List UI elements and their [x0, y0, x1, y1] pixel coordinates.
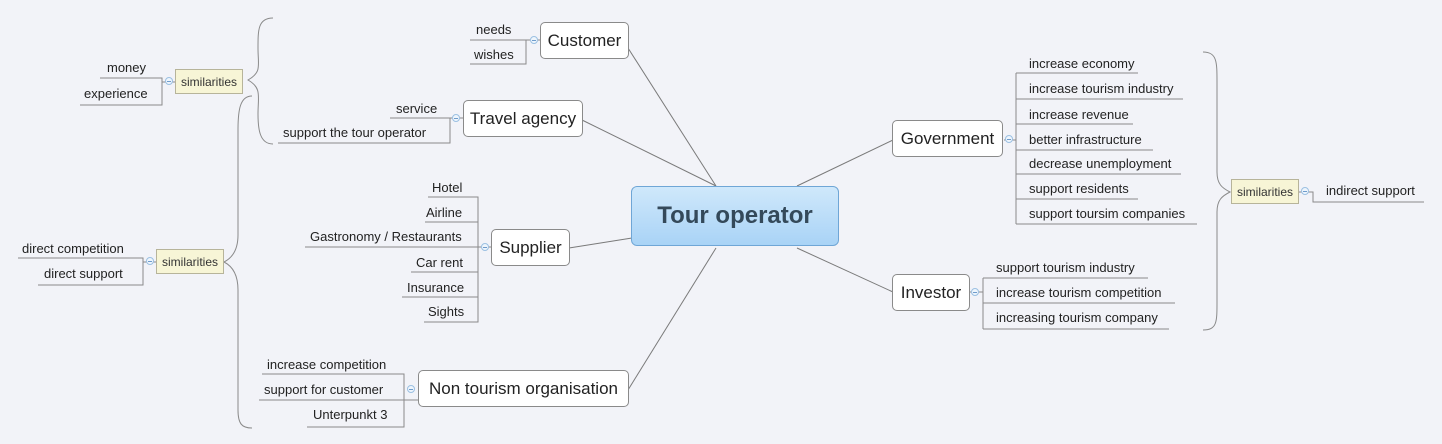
subtopic-service[interactable]: service [396, 101, 438, 116]
summary-item-indirect-support[interactable]: indirect support [1326, 183, 1415, 198]
subtopic-insurance[interactable]: Insurance [407, 280, 465, 295]
subtopic-unterpunkt-3[interactable]: Unterpunkt 3 [313, 407, 388, 422]
topic-government[interactable]: Government [892, 120, 1003, 157]
subtopic-wishes[interactable]: wishes [474, 47, 514, 62]
topic-supplier-label: Supplier [499, 237, 562, 257]
subtopic-support-tourism-industry[interactable]: support tourism industry [996, 260, 1135, 275]
subtopic-increase-economy[interactable]: increase economy [1029, 56, 1135, 71]
summary-similarities-right[interactable]: similarities [1231, 179, 1299, 204]
summary-similarities-mid-label: similarities [161, 254, 218, 269]
collapse-knob-similarities-mid[interactable] [146, 257, 154, 265]
topic-non-tourism-label: Non tourism organisation [429, 378, 618, 398]
subtopic-increase-competition[interactable]: increase competition [267, 357, 387, 372]
subtopic-support-residents[interactable]: support residents [1029, 181, 1129, 196]
collapse-knob-travel-agency[interactable] [452, 114, 460, 122]
summary-item-experience[interactable]: experience [84, 86, 148, 101]
topic-investor-label: Investor [900, 282, 962, 302]
subtopic-support-for-customer[interactable]: support for customer [264, 382, 384, 397]
collapse-knob-non-tourism[interactable] [407, 385, 415, 393]
collapse-knob-similarities-top[interactable] [165, 77, 173, 85]
collapse-knob-customer[interactable] [530, 36, 538, 44]
subtopic-airline[interactable]: Airline [426, 205, 463, 220]
summary-similarities-right-label: similarities [1236, 184, 1293, 199]
subtopic-increasing-tourism-company[interactable]: increasing tourism company [996, 310, 1158, 325]
subtopic-increase-tourism-industry[interactable]: increase tourism industry [1029, 81, 1174, 96]
subtopic-support-the-tour-operator[interactable]: support the tour operator [283, 125, 427, 140]
summary-similarities-top[interactable]: similarities [175, 69, 243, 94]
topic-non-tourism-organisation[interactable]: Non tourism organisation [418, 370, 629, 407]
summary-item-direct-competition[interactable]: direct competition [22, 241, 124, 256]
subtopic-support-toursim-companies[interactable]: support toursim companies [1029, 206, 1186, 221]
collapse-knob-investor[interactable] [971, 288, 979, 296]
topic-government-label: Government [900, 128, 995, 148]
summary-similarities-top-label: similarities [180, 74, 237, 89]
subtopic-gastronomy-restaurants[interactable]: Gastronomy / Restaurants [310, 229, 462, 244]
collapse-knob-similarities-right[interactable] [1301, 187, 1309, 195]
subtopic-hotel[interactable]: Hotel [432, 180, 463, 195]
topic-supplier[interactable]: Supplier [491, 229, 570, 266]
subtopic-needs[interactable]: needs [476, 22, 512, 37]
subtopic-increase-revenue[interactable]: increase revenue [1029, 107, 1129, 122]
subtopic-better-infrastructure[interactable]: better infrastructure [1029, 132, 1142, 147]
central-topic-label: Tour operator [657, 202, 813, 229]
collapse-knob-supplier[interactable] [481, 243, 489, 251]
topic-customer-label: Customer [547, 30, 622, 50]
summary-item-money[interactable]: money [107, 60, 147, 75]
subtopic-sights[interactable]: Sights [428, 304, 465, 319]
summary-similarities-mid[interactable]: similarities [156, 249, 224, 274]
topic-travel-agency-label: Travel agency [469, 108, 577, 128]
summary-item-direct-support[interactable]: direct support [44, 266, 123, 281]
subtopic-decrease-unemployment[interactable]: decrease unemployment [1029, 156, 1172, 171]
topic-travel-agency[interactable]: Travel agency [463, 100, 583, 137]
topic-investor[interactable]: Investor [892, 274, 970, 311]
collapse-knob-government[interactable] [1005, 135, 1013, 143]
subtopic-increase-tourism-competition[interactable]: increase tourism competition [996, 285, 1162, 300]
subtopic-car-rent[interactable]: Car rent [416, 255, 463, 270]
central-topic-tour-operator[interactable]: Tour operator [631, 186, 839, 246]
topic-customer[interactable]: Customer [540, 22, 629, 59]
